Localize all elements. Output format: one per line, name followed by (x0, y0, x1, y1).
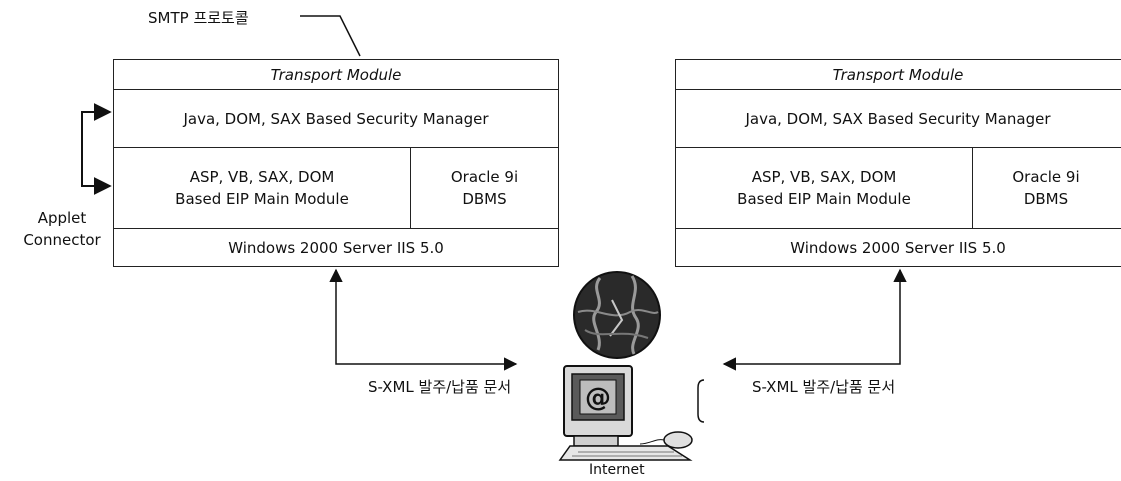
right-main-module: ASP, VB, SAX, DOM Based EIP Main Module (676, 148, 973, 228)
smtp-protocol-label: SMTP 프로토콜 (148, 9, 249, 27)
globe-icon (573, 271, 661, 359)
left-os-label: Windows 2000 Server IIS 5.0 (228, 238, 444, 257)
doc-label-left: S-XML 발주/납품 문서 (368, 378, 512, 396)
right-transport-module-label: Transport Module (832, 65, 964, 84)
doc-label-right: S-XML 발주/납품 문서 (752, 378, 896, 396)
right-security-manager-label: Java, DOM, SAX Based Security Manager (745, 109, 1051, 128)
left-os-layer: Windows 2000 Server IIS 5.0 (114, 229, 558, 266)
left-transport-module-label: Transport Module (270, 65, 402, 84)
left-server-stack: Transport Module Java, DOM, SAX Based Se… (113, 59, 559, 267)
right-dbms-label: Oracle 9i DBMS (1012, 168, 1080, 208)
right-os-label: Windows 2000 Server IIS 5.0 (790, 238, 1006, 257)
internet-label: Internet (589, 462, 645, 478)
applet-connector-arrow (81, 103, 112, 195)
smtp-leader-line (300, 15, 361, 57)
left-dbms: Oracle 9i DBMS (411, 148, 558, 228)
left-security-manager: Java, DOM, SAX Based Security Manager (114, 90, 558, 148)
left-security-manager-label: Java, DOM, SAX Based Security Manager (183, 109, 489, 128)
left-dbms-label: Oracle 9i DBMS (450, 168, 519, 208)
right-security-manager: Java, DOM, SAX Based Security Manager (676, 90, 1121, 148)
left-main-module-label: ASP, VB, SAX, DOM Based EIP Main Module (175, 168, 349, 208)
right-exchange-arrow (722, 268, 907, 371)
left-main-module: ASP, VB, SAX, DOM Based EIP Main Module (114, 148, 411, 228)
right-os-layer: Windows 2000 Server IIS 5.0 (676, 229, 1121, 266)
right-main-module-label: ASP, VB, SAX, DOM Based EIP Main Module (737, 168, 911, 208)
bracket-mark (697, 379, 705, 423)
svg-text:@: @ (585, 383, 611, 413)
left-module-row: ASP, VB, SAX, DOM Based EIP Main Module … (114, 148, 558, 229)
right-dbms: Oracle 9i DBMS (973, 148, 1119, 228)
right-server-stack: Transport Module Java, DOM, SAX Based Se… (675, 59, 1121, 267)
left-exchange-arrow (329, 268, 518, 371)
left-transport-module: Transport Module (114, 60, 558, 90)
right-module-row: ASP, VB, SAX, DOM Based EIP Main Module … (676, 148, 1121, 229)
applet-connector-label: Applet Connector (23, 209, 101, 249)
right-transport-module: Transport Module (676, 60, 1121, 90)
computer-icon: @ (558, 365, 693, 461)
